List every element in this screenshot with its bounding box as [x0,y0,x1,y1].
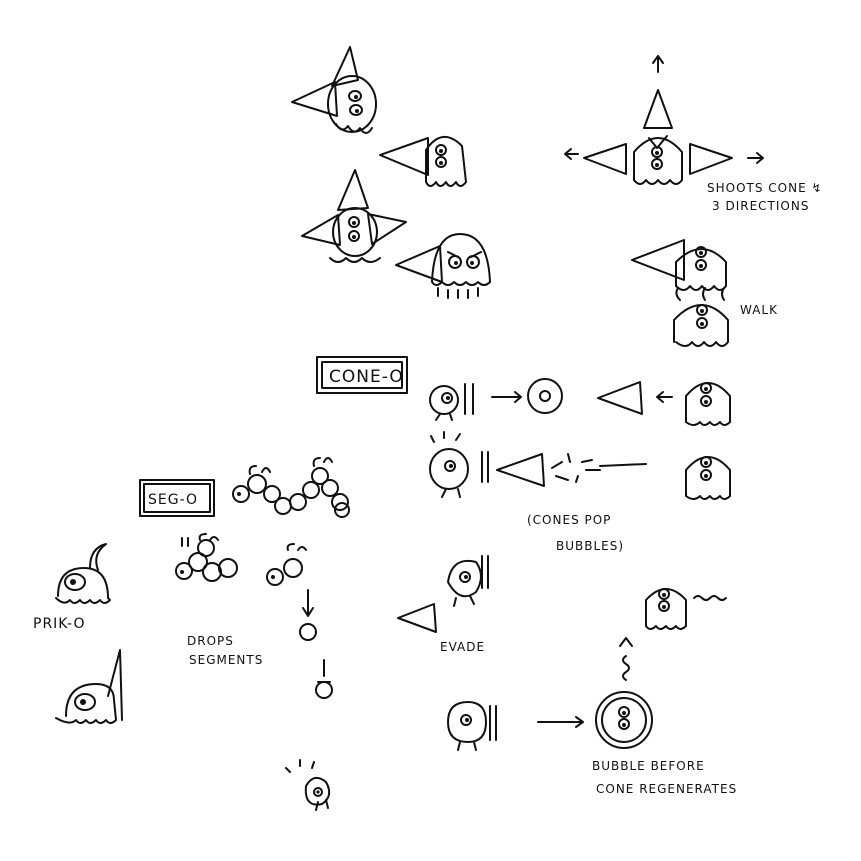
drops-line2: SEGMENTS [189,653,263,667]
walk-label: WALK [740,303,778,317]
evade-sketch: EVADE [397,555,489,654]
seg-o-group-1 [175,533,238,582]
cone-o-sketch-4 [395,233,491,299]
cone-o-sketch-1 [291,46,377,134]
bubble-label-line2: CONE REGENERATES [596,782,737,796]
prik-o-sketch-1 [55,543,111,604]
cones-pop-line2: BUBBLES) [556,539,624,553]
cone-o-title-box: CONE-O [316,356,408,394]
prik-o-label: PRIK-O [33,616,85,632]
seg-o-group-2 [266,543,333,699]
drops-line1: DROPS [187,634,234,648]
bottom-creature [285,759,331,811]
shoots-label-line1: SHOOTS CONE ↯ [707,181,823,195]
cones-pop-line1: (CONES POP [527,513,611,527]
walk-sketch: WALK [631,239,778,347]
seg-o-chain [232,457,350,518]
seg-o-title-box: SEG-O [139,479,215,517]
shoots-label-line2: 3 DIRECTIONS [712,199,809,213]
shoot-diagram: SHOOTS CONE ↯ 3 DIRECTIONS [564,55,823,213]
bubble-row-2: (CONES POP BUBBLES) [429,431,731,553]
seg-o-title: SEG-O [148,492,198,508]
cone-o-title: CONE-O [329,367,404,387]
bubble-regen: BUBBLE BEFORE CONE REGENERATES [447,588,737,796]
bubble-label-line1: BUBBLE BEFORE [592,759,705,773]
cone-o-sketch-2 [379,136,467,187]
prik-o-sketch-2 [55,649,123,724]
bubble-row-1 [429,378,731,426]
evade-label: EVADE [440,640,485,654]
cone-o-sketch-3 [301,169,407,263]
